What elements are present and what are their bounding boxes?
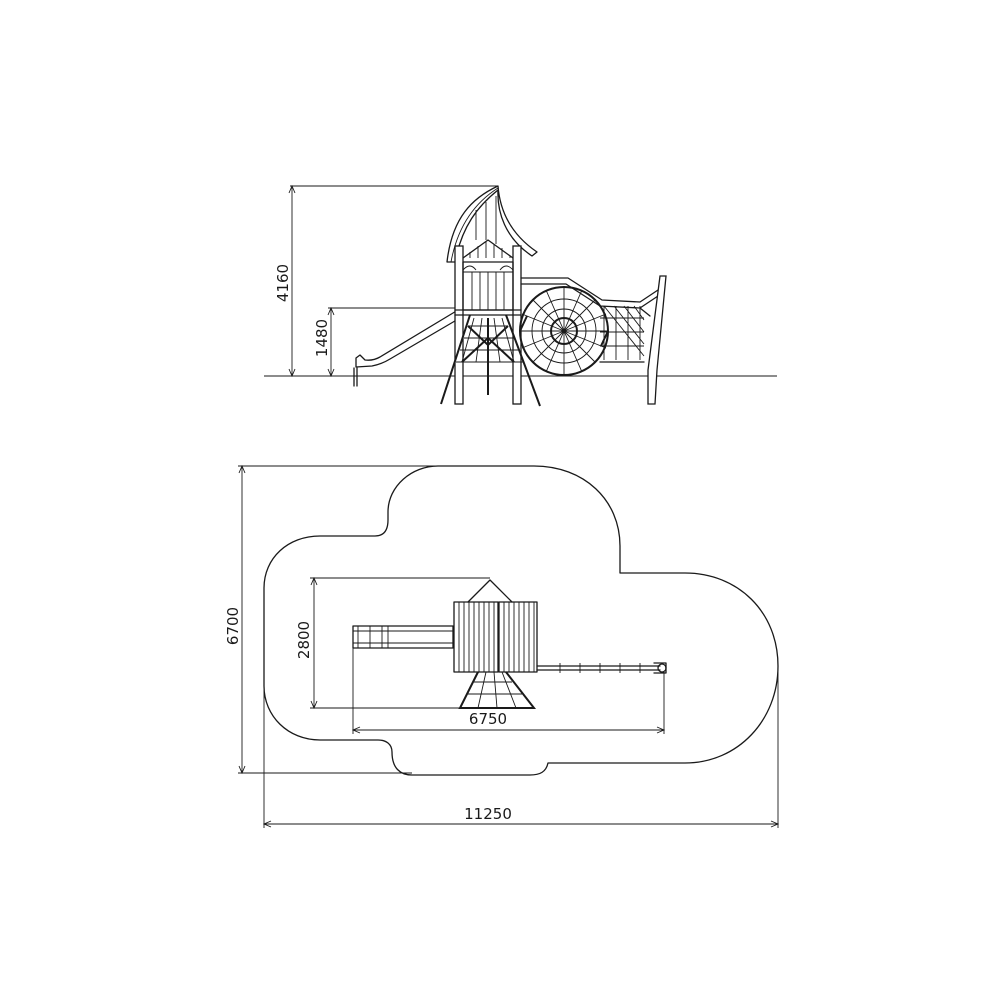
elevation-view: 4160 1480 bbox=[264, 184, 777, 407]
dimension-label-safety-length: 11250 bbox=[464, 805, 512, 823]
dimension-label-equipment-length: 6750 bbox=[469, 710, 507, 728]
height-dimension-1480: 1480 bbox=[313, 306, 458, 378]
side-net bbox=[599, 305, 645, 363]
length-dimension-11250: 11250 bbox=[262, 670, 780, 828]
plan-net bbox=[458, 671, 537, 709]
plan-view: 6700 2800 6750 11250 bbox=[224, 464, 780, 828]
plan-slide bbox=[352, 625, 454, 649]
bridge-web bbox=[519, 275, 667, 405]
safety-zone-outline bbox=[263, 465, 779, 776]
spider-web-net bbox=[519, 286, 609, 376]
depth-dimension-6700: 6700 bbox=[224, 464, 468, 775]
plan-bridge bbox=[536, 662, 667, 674]
depth-dimension-2800: 2800 bbox=[295, 576, 490, 710]
height-dimension-4160: 4160 bbox=[274, 184, 498, 378]
dimension-label-platform-height: 1480 bbox=[313, 319, 331, 357]
dimension-label-safety-depth: 6700 bbox=[224, 607, 242, 645]
dimension-label-total-height: 4160 bbox=[274, 264, 292, 302]
dimension-label-equipment-depth: 2800 bbox=[295, 621, 313, 659]
length-dimension-6750: 6750 bbox=[351, 648, 666, 734]
slide bbox=[353, 309, 461, 387]
tower bbox=[440, 185, 541, 407]
tower-climbing-net bbox=[440, 314, 541, 407]
plan-tower-roof bbox=[453, 579, 538, 673]
tower-roof bbox=[446, 185, 538, 263]
